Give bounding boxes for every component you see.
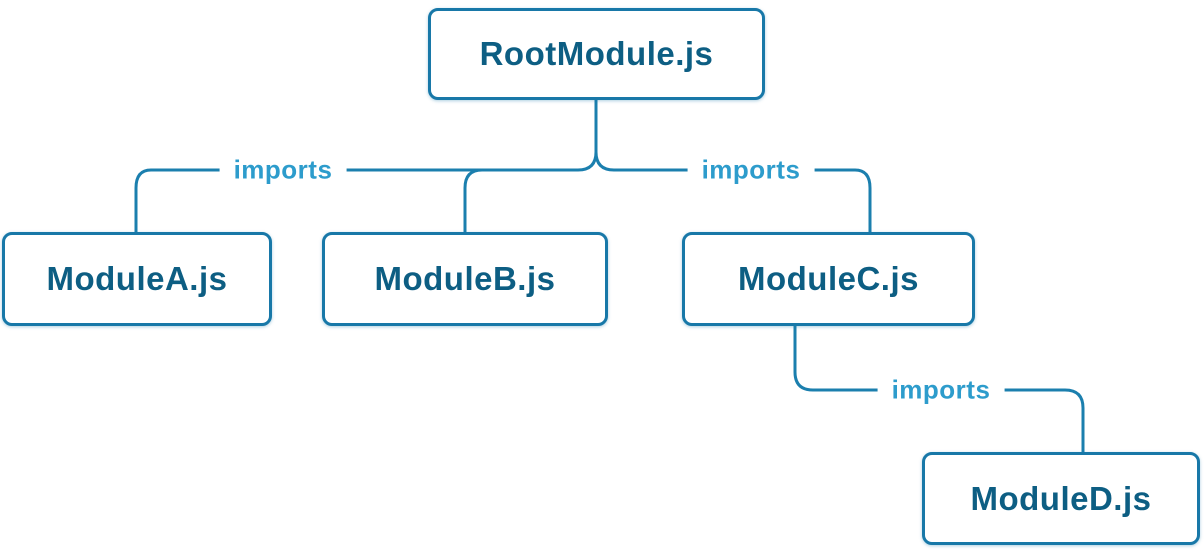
node-modulec: ModuleC.js [682, 232, 975, 326]
node-moduleb: ModuleB.js [322, 232, 608, 326]
edge-label-imports-c-d: imports [877, 374, 1005, 406]
node-moduleb-label: ModuleB.js [374, 260, 556, 297]
node-modulea-label: ModuleA.js [46, 260, 228, 297]
edge-label-imports-right: imports [687, 154, 815, 186]
node-moduled: ModuleD.js [922, 452, 1200, 545]
edge-label-imports-left: imports [219, 154, 347, 186]
edge-root-to-moduleb [463, 168, 484, 234]
node-modulec-label: ModuleC.js [737, 260, 919, 297]
edge-root-to-modulec [594, 150, 872, 234]
node-modulea: ModuleA.js [2, 232, 272, 326]
edge-root-to-modulea [134, 98, 598, 234]
node-rootmodule: RootModule.js [428, 8, 765, 100]
node-moduled-label: ModuleD.js [970, 479, 1152, 517]
node-rootmodule-label: RootModule.js [479, 35, 714, 72]
